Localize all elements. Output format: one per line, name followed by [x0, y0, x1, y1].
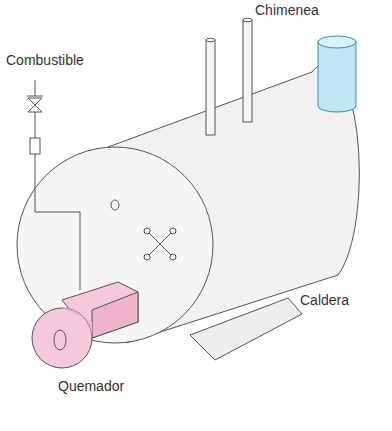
top-pipe	[206, 40, 215, 135]
fuel-line	[27, 80, 80, 290]
part-label: Chimenea	[255, 2, 319, 19]
part-label: Combustible	[6, 52, 84, 69]
chimney	[318, 42, 356, 106]
top-pipe	[243, 20, 252, 122]
burner	[32, 282, 138, 368]
part-label: Quemador	[58, 378, 124, 395]
manhole-cross	[144, 228, 176, 260]
part-label: Caldera	[300, 292, 349, 309]
